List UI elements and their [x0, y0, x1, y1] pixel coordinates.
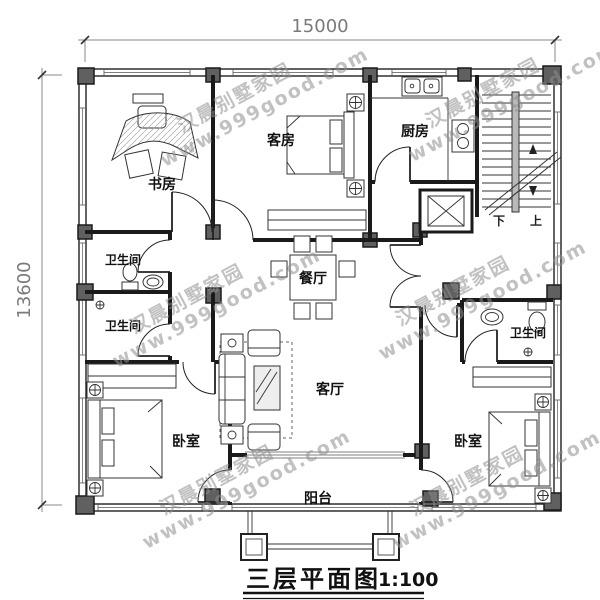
room-guest: 客房: [266, 93, 367, 231]
dimension-height-label: 13600: [14, 261, 35, 318]
svg-text:www.999good.com: www.999good.com: [405, 38, 600, 167]
elevator: [418, 188, 474, 234]
nightstand: [346, 179, 365, 198]
stairs-down-label: 下: [493, 214, 505, 228]
nightstand: [346, 93, 365, 112]
room-label-dining: 餐厅: [298, 270, 327, 287]
staircase: 下 上: [482, 91, 562, 228]
dimension-left: 13600: [14, 68, 62, 512]
plan-title: 三层平面图: [246, 565, 381, 593]
nightstand: [86, 381, 104, 399]
room-bath-lower-left: 卫生间: [95, 300, 141, 333]
dimension-top: 15000: [78, 16, 562, 62]
room-bath-upper-left: 卫生间: [105, 252, 164, 291]
room-bath-right: 卫生间: [480, 301, 547, 357]
room-label-bath-right: 卫生间: [510, 325, 546, 340]
room-label-living: 客厅: [315, 381, 344, 398]
room-dining: 餐厅: [270, 235, 356, 320]
room-label-bedroom-right: 卧室: [454, 433, 482, 450]
doors: [137, 146, 498, 503]
room-study: 书房: [111, 93, 199, 193]
room-bedroom-left: 卧室: [86, 363, 200, 497]
room-label-guest: 客房: [266, 132, 295, 149]
stairs-up-label: 上: [530, 213, 542, 228]
room-kitchen: 厨房: [370, 76, 475, 182]
room-label-study: 书房: [148, 176, 176, 193]
room-bedroom-right: 卧室: [454, 366, 552, 504]
room-label-bedroom-left: 卧室: [172, 433, 200, 450]
title-block: 三层平面图 1:100: [243, 565, 438, 600]
room-label-bath-upper-left: 卫生间: [105, 252, 141, 267]
plan-scale: 1:100: [378, 569, 438, 591]
room-living: 客厅: [218, 329, 344, 451]
room-label-balcony: 阳台: [304, 490, 332, 507]
windows: [79, 69, 561, 511]
balcony-railing: 阳台: [240, 490, 400, 561]
nightstand: [534, 487, 552, 504]
room-label-bath-lower-left: 卫生间: [105, 318, 141, 333]
nightstand: [534, 393, 552, 411]
svg-text:www.999good.com: www.999good.com: [109, 244, 325, 373]
room-label-kitchen: 厨房: [401, 123, 429, 140]
nightstand: [86, 479, 104, 497]
dimension-width-label: 15000: [291, 16, 348, 37]
